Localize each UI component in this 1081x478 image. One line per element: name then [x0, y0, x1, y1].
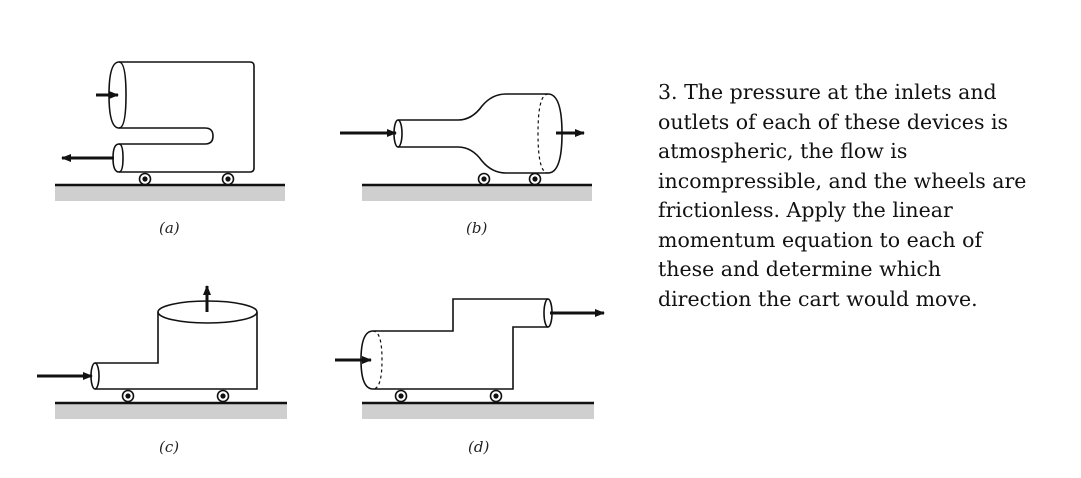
- wheel-d1-hub: [398, 393, 404, 399]
- inlet-opening-c: [90, 362, 100, 390]
- wheel-a2-hub: [225, 176, 231, 182]
- device-body-b: [398, 93, 548, 174]
- figure-label-a: (a): [159, 219, 180, 237]
- wheel-a1-hub: [142, 176, 148, 182]
- wheel-c1-hub: [125, 393, 131, 399]
- inlet-opening-a: [108, 61, 127, 129]
- question-line-8: direction the cart would move.: [658, 286, 978, 311]
- question-line-4: incompressible, and the wheels are: [658, 168, 1027, 193]
- wheel-b1-hub: [481, 176, 487, 182]
- question-line-5: frictionless. Apply the linear: [658, 198, 953, 222]
- outlet-opening-a: [112, 143, 124, 173]
- figure-c: [37, 285, 287, 419]
- outlet-hidden-edge-b: [537, 93, 549, 174]
- device-body-d: [373, 298, 548, 390]
- question-line-1: 3. The pressure at the inlets and: [658, 80, 997, 104]
- wheel-c2-hub: [220, 393, 226, 399]
- device-body-a: [119, 61, 255, 173]
- question-text: 3. The pressure at the inlets and outlet…: [658, 78, 1058, 314]
- figure-b: [340, 93, 592, 201]
- wheel-d2-hub: [493, 393, 499, 399]
- question-line-6: momentum equation to each of: [658, 227, 983, 252]
- question-line-7: these and determine which: [658, 257, 942, 281]
- figure-label-d: (d): [468, 438, 489, 456]
- device-body-c: [95, 312, 258, 390]
- ground-c: [55, 404, 287, 419]
- figure-a: [55, 61, 285, 201]
- figure-label-c: (c): [159, 438, 179, 456]
- ground-a: [55, 186, 285, 201]
- wheel-b2-hub: [532, 176, 538, 182]
- question-line-3: atmospheric, the flow is: [658, 139, 908, 163]
- figure-label-b: (b): [466, 219, 487, 237]
- ground-b: [362, 186, 592, 201]
- ground-d: [362, 404, 594, 419]
- inlet-hidden-edge-d: [372, 330, 383, 390]
- figure-d: [335, 298, 605, 419]
- question-line-2: outlets of each of these devices is: [658, 109, 1009, 134]
